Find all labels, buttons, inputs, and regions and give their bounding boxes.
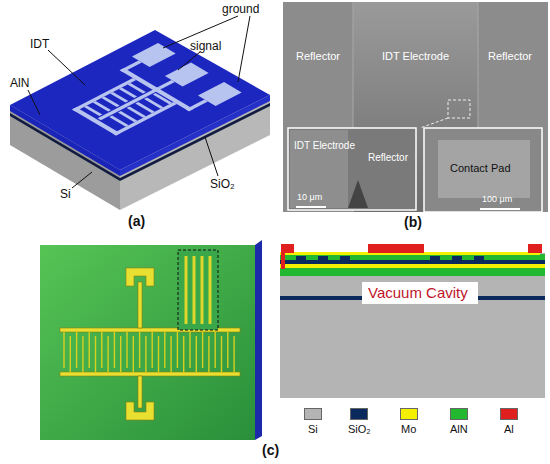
part-label: IDT [30,38,49,51]
part-label: signal [190,40,221,53]
panel-label: (b) [404,215,422,230]
part-label: Reflector [368,152,408,163]
scale-bar-label: 10 μm [297,193,322,203]
part-label: Contact Pad [450,162,511,174]
legend-label: SiO₂ [348,423,371,435]
legend-swatch [450,408,468,420]
panel-label: (c) [262,443,279,458]
legend-label: Si [308,423,318,435]
part-label: Reflector [488,50,532,62]
part-label: Si [60,188,71,201]
legend-label: Mo [401,423,416,435]
scale-bar-label: 100 μm [482,195,512,205]
legend-swatch [304,408,322,420]
part-label: ground [222,3,259,16]
part-label: SiO₂ [210,178,235,191]
legend-swatch [400,408,418,420]
part-label: IDT Electrode [294,140,355,151]
panel-label: (a) [128,214,145,229]
region-box: Vacuum Cavity [362,282,478,304]
part-label: Reflector [296,50,340,62]
legend-swatch [350,408,368,420]
part-label: IDT Electrode [382,50,449,62]
legend-label: AlN [450,423,468,435]
legend-swatch [500,408,518,420]
legend-label: Al [504,423,514,435]
region-label: Vacuum Cavity [368,284,468,301]
part-label: AlN [10,77,29,90]
